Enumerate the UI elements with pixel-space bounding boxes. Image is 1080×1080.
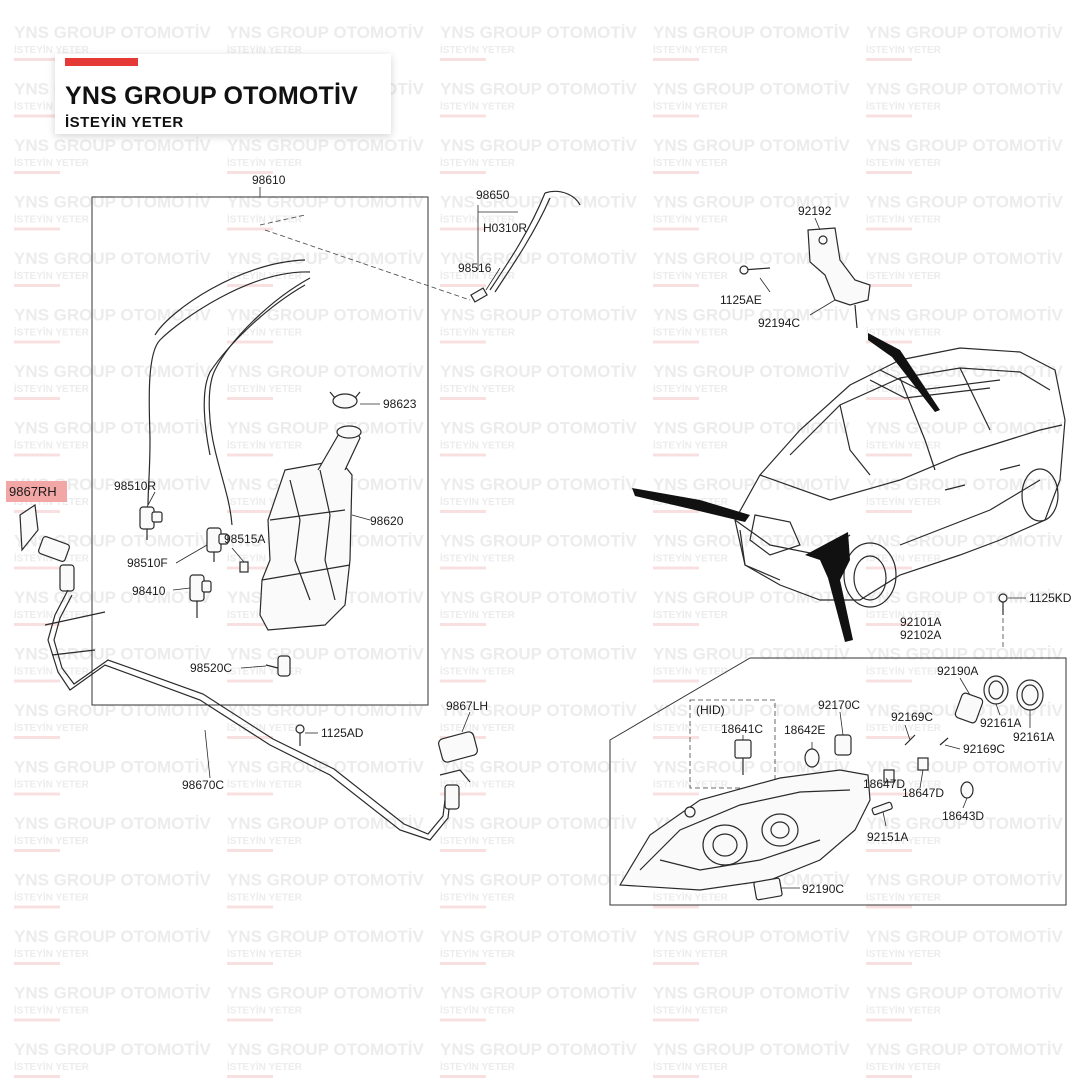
hid-bulb — [734, 739, 752, 759]
hose-front-2 — [203, 284, 306, 456]
bolt-1125ad — [295, 724, 305, 746]
label-98650: 98650 — [476, 188, 510, 202]
label-98620: 98620 — [370, 514, 404, 528]
brand-subtitle: İSTEYİN YETER — [65, 114, 184, 131]
headlamp-assembly — [609, 593, 1067, 906]
label-98623: 98623 — [383, 397, 417, 411]
label-98516: 98516 — [458, 261, 492, 275]
bulb-92170c — [834, 734, 852, 756]
pointer-headlamp — [805, 532, 853, 642]
label-18643d: 18643D — [942, 809, 984, 823]
label-18641c: 18641C — [721, 722, 763, 736]
hose-rear-2 — [154, 259, 306, 336]
car-illustration — [632, 333, 1066, 642]
bulb-92151a — [871, 801, 893, 816]
label-98520c: 98520C — [190, 661, 232, 675]
hid-box — [689, 699, 776, 789]
label-92170c: 92170C — [818, 698, 860, 712]
bulb-92190a — [954, 692, 984, 724]
pointer-sensor — [868, 333, 940, 412]
level-sensor — [265, 655, 291, 677]
bolt-1125kd — [998, 593, 1008, 603]
headlamp-frame — [609, 657, 1067, 906]
part-labels: 98610 98650 H0310R 98516 98623 98510R 98… — [114, 173, 1072, 896]
bulb-18642e — [804, 748, 820, 768]
cap-92161a — [983, 675, 1009, 705]
cover-92190c — [753, 877, 783, 901]
brand-card: YNS GROUP OTOMOTİV İSTEYİN YETER — [55, 54, 391, 134]
label-92192: 92192 — [798, 204, 832, 218]
bulb-18643d — [960, 781, 974, 799]
label-98670c: 98670C — [182, 778, 224, 792]
pointer-washer — [632, 488, 750, 522]
height-sensor — [739, 217, 871, 329]
headlamp-housing — [618, 769, 871, 891]
label-92194c: 92194C — [758, 316, 800, 330]
hose-98650 — [544, 190, 581, 206]
washer-tank — [259, 459, 353, 631]
nozzle-rh — [19, 503, 75, 592]
label-hid: (HID) — [696, 703, 725, 717]
label-98510r: 98510R — [114, 479, 156, 493]
label-9867rh: 9867RH — [9, 484, 57, 499]
label-18647d-1: 18647D — [863, 777, 905, 791]
label-1125ae: 1125AE — [720, 293, 762, 307]
label-92190a: 92190A — [937, 664, 978, 678]
washer-frame — [91, 196, 429, 706]
label-92161a-2: 92161A — [1013, 730, 1054, 744]
label-92169c-1: 92169C — [891, 710, 933, 724]
nozzle-lh — [438, 731, 478, 810]
label-18642e: 18642E — [784, 723, 825, 737]
grommet — [239, 561, 249, 573]
label-92151a: 92151A — [867, 830, 908, 844]
label-98515a: 98515A — [224, 532, 265, 546]
label-1125kd: 1125KD — [1029, 591, 1072, 605]
clips-92169c — [904, 734, 949, 746]
label-18647d-2: 18647D — [902, 786, 944, 800]
socket-18647d-2 — [917, 757, 929, 771]
label-92161a-1: 92161A — [980, 716, 1021, 730]
hose-front — [208, 277, 311, 526]
label-92101a: 92101A — [900, 615, 941, 629]
label-92102a: 92102A — [900, 628, 941, 642]
label-h0310r: H0310R — [483, 221, 527, 235]
washer-assembly — [19, 187, 581, 841]
hose-rear — [147, 271, 311, 506]
label-1125ad: 1125AD — [321, 726, 364, 740]
label-98410: 98410 — [132, 584, 166, 598]
pump-rear — [139, 506, 163, 540]
tank-cap — [332, 393, 358, 409]
highlight-9867rh — [6, 481, 67, 502]
label-98510f: 98510F — [127, 556, 168, 570]
pump-motor — [189, 574, 212, 618]
label-9867lh: 9867LH — [446, 699, 488, 713]
washer-pipe — [47, 589, 451, 841]
brand-accent-bar — [65, 58, 138, 66]
connector-98516 — [470, 287, 488, 303]
socket-18647d — [883, 769, 895, 783]
brand-title: YNS GROUP OTOMOTİV — [65, 82, 358, 110]
label-92190c: 92190C — [802, 882, 844, 896]
label-98610: 98610 — [252, 173, 286, 187]
label-92169c-2: 92169C — [963, 742, 1005, 756]
pump-front — [206, 527, 229, 562]
